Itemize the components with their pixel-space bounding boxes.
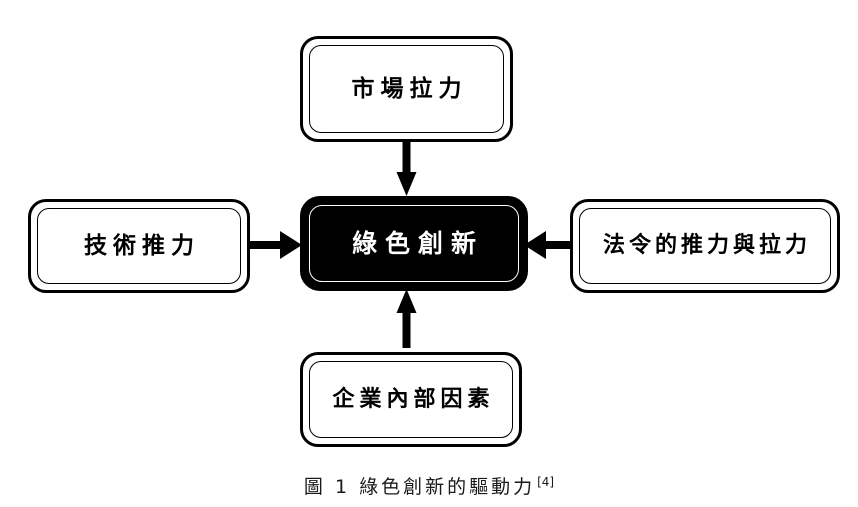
arrow-right-icon xyxy=(247,231,302,259)
arrow-technology-push-to-center xyxy=(247,228,303,262)
arrow-left-icon xyxy=(524,231,579,259)
arrow-market-pull-to-center xyxy=(396,139,417,197)
node-technology-push[interactable]: 技術推力 xyxy=(28,199,250,293)
node-internal-enterprise-factors[interactable]: 企業內部因素 xyxy=(300,352,522,447)
node-green-innovation-label: 綠色創新 xyxy=(351,229,484,258)
node-regulation-push-pull-label: 法令的推力與拉力 xyxy=(602,233,811,258)
figure-caption: 圖 1 綠色創新的驅動力[4] xyxy=(0,472,858,499)
arrow-down-icon xyxy=(396,139,417,196)
node-technology-push-label: 技術推力 xyxy=(84,232,200,259)
node-market-pull-label: 市場拉力 xyxy=(351,75,468,102)
arrow-up-icon xyxy=(396,289,417,348)
node-green-innovation[interactable]: 綠色創新 xyxy=(300,196,528,291)
arrow-internal-factors-to-center xyxy=(396,288,417,348)
node-internal-enterprise-factors-label: 企業內部因素 xyxy=(332,386,495,412)
figure-caption-text: 圖 1 綠色創新的驅動力 xyxy=(303,476,536,498)
node-market-pull[interactable]: 市場拉力 xyxy=(300,36,513,142)
node-regulation-push-pull[interactable]: 法令的推力與拉力 xyxy=(570,199,840,293)
arrow-regulation-to-center xyxy=(523,228,579,262)
figure-caption-reference: [4] xyxy=(537,474,555,489)
